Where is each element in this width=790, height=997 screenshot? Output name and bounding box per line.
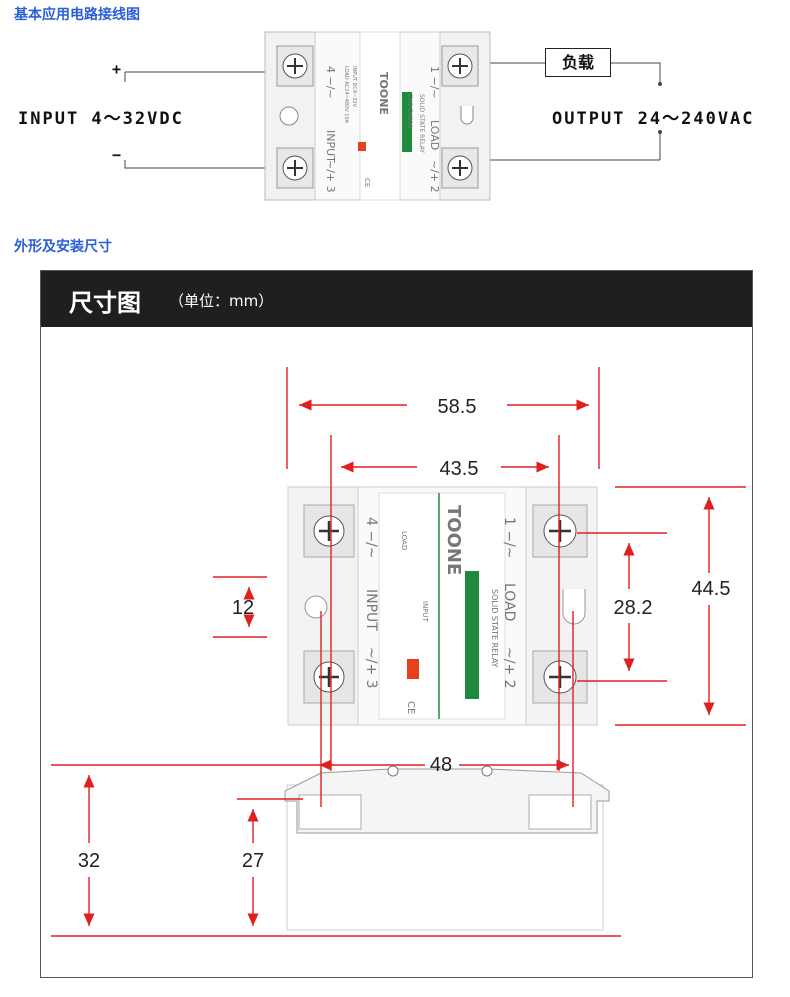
relay-terminal-1: 1 −/~ (501, 517, 517, 559)
dimension-lines (51, 367, 746, 937)
relay-small-brand: TOONE (377, 72, 390, 115)
relay-small-product: SOLID STATE RELAY (418, 94, 425, 153)
output-node-bottom (658, 130, 662, 134)
relay-brand: TOONE (443, 505, 464, 575)
relay-terminal-2: ~/+ 2 (501, 647, 517, 689)
dimension-panel: 尺寸图 （单位：mm） (40, 270, 753, 978)
relay-top-view: TOONE SOLID STATE RELAY CE LOAD INPUT 4 … (287, 486, 598, 726)
dim-terminal-pitch: 28.2 (614, 597, 653, 619)
relay-small-load-spec: LOAD AC24~480V 10A (343, 66, 349, 124)
relay-small: TOONE ZYG-D4810 SOLID STATE RELAY LOAD A… (264, 31, 491, 201)
dimension-header: 尺寸图 （单位：mm） (41, 271, 752, 327)
relay-small-input-spec: INPUT DC4~32V (351, 66, 357, 108)
dim-body-depth: 27 (242, 850, 264, 872)
relay-input-word-small: INPUT (421, 601, 429, 623)
relay-small-input-word: INPUT (324, 130, 337, 163)
dim-overall-width: 58.5 (438, 396, 477, 418)
relay-small-ce: CE (363, 178, 371, 187)
relay-terminal-3: ~/+ 3 (363, 647, 379, 689)
relay-input-word: INPUT (363, 589, 379, 631)
relay-small-terminal-4: 4 −/~ (324, 66, 337, 99)
dimension-header-title: 尺寸图 (69, 289, 141, 317)
dim-total-depth: 32 (78, 850, 100, 872)
relay-load-word: LOAD (501, 583, 517, 621)
relay-product: SOLID STATE RELAY (490, 589, 499, 668)
output-voltage-label: OUTPUT 24～240VAC (552, 109, 755, 129)
wire-input-minus (124, 160, 300, 169)
output-node-top (658, 82, 662, 86)
relay-small-terminal-3: ~/+ 3 (324, 160, 337, 193)
dimension-header-unit: （单位：mm） (169, 292, 274, 310)
input-plus-sign: + (112, 60, 124, 78)
wiring-section-title: 基本应用电路接线图 (14, 7, 140, 23)
dim-overall-height: 44.5 (692, 578, 731, 600)
relay-load-word-small: LOAD (400, 531, 408, 550)
relay-small-terminal-2: ~/+ 2 (428, 160, 441, 193)
input-minus-sign: − (112, 146, 124, 164)
dimension-drawing: TOONE SOLID STATE RELAY CE LOAD INPUT 4 … (51, 367, 746, 937)
dim-mount-spacing: 48 (430, 754, 452, 776)
relay-small-load-word: LOAD (428, 120, 441, 150)
relay-side-view (284, 765, 610, 931)
input-voltage-label: INPUT 4～32VDC (18, 109, 184, 129)
relay-ce: CE (405, 701, 416, 714)
dim-terminal-span: 43.5 (440, 458, 479, 480)
load-box: 负载 (545, 48, 611, 77)
dimension-section-title: 外形及安装尺寸 (14, 239, 112, 255)
relay-small-model: ZYG-D4810 (406, 94, 413, 129)
relay-terminal-4: 4 −/~ (363, 517, 379, 559)
dim-hole-diameter: 12 (232, 597, 254, 619)
wire-load-right (610, 62, 661, 82)
relay-small-terminal-1: 1 −/~ (428, 66, 441, 99)
wiring-diagram: TOONE ZYG-D4810 SOLID STATE RELAY LOAD A… (124, 31, 662, 201)
